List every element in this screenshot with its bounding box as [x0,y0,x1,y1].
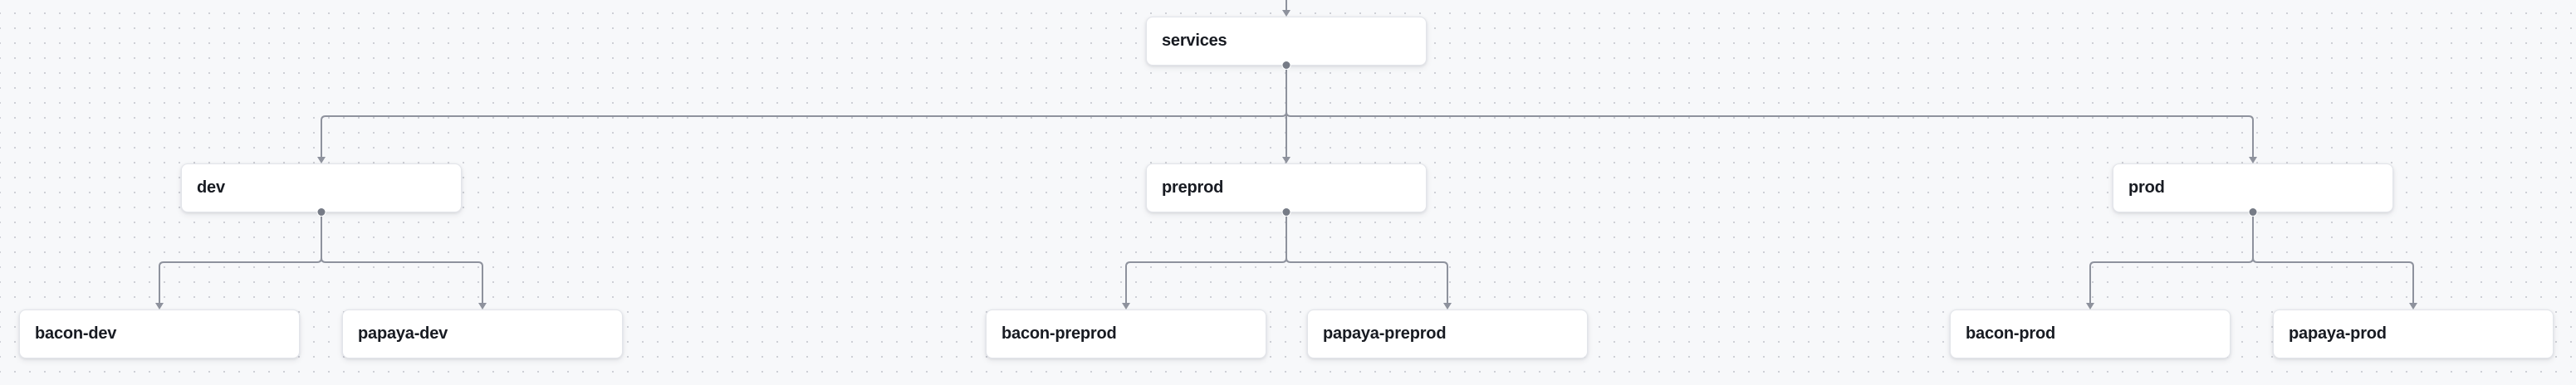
source-handle[interactable] [2248,207,2258,217]
edge-dev-bacon-dev [159,212,322,304]
source-handle[interactable] [1281,60,1291,70]
node-papaya-prod[interactable]: papaya-prod [2273,309,2554,358]
arrowhead-prod [2249,157,2257,163]
node-label: services [1162,32,1227,50]
node-dev[interactable]: dev [181,163,462,217]
edge-preprod-bacon-preprod [1125,212,1287,304]
arrowhead-bacon-preprod [1122,303,1130,309]
node-label: papaya-dev [358,324,448,343]
arrowhead-preprod [1282,157,1290,163]
node-label: bacon-preprod [1002,324,1117,343]
source-handle[interactable] [316,207,326,217]
source-handle[interactable] [1281,207,1291,217]
arrowhead-services [1282,10,1290,17]
edge-prod-papaya-prod [2252,212,2414,304]
node-label: bacon-prod [1966,324,2055,343]
arrowhead-bacon-prod [2086,303,2094,309]
node-bacon-dev[interactable]: bacon-dev [19,309,300,358]
edge-preprod-papaya-preprod [1286,212,1448,304]
node-bacon-preprod[interactable]: bacon-preprod [986,309,1266,358]
arrowhead-papaya-prod [2409,303,2417,309]
node-label: preprod [1162,178,1224,197]
arrowhead-bacon-dev [155,303,164,309]
node-label: prod [2128,178,2165,197]
node-label: papaya-preprod [1323,324,1447,343]
node-preprod[interactable]: preprod [1146,163,1427,217]
node-prod[interactable]: prod [2113,163,2393,217]
node-bacon-prod[interactable]: bacon-prod [1950,309,2231,358]
node-papaya-dev[interactable]: papaya-dev [342,309,623,358]
node-label: dev [197,178,225,197]
edge-prod-bacon-prod [2089,212,2254,304]
node-papaya-preprod[interactable]: papaya-preprod [1307,309,1588,358]
edge-services-dev [321,66,1287,158]
node-label: bacon-dev [35,324,117,343]
arrowhead-dev [317,157,326,163]
arrowhead-papaya-preprod [1443,303,1452,309]
node-label: papaya-prod [2289,324,2387,343]
edge-dev-papaya-dev [321,212,483,304]
edge-services-prod [1286,66,2254,158]
node-services[interactable]: services [1146,17,1427,70]
arrowhead-papaya-dev [478,303,487,309]
